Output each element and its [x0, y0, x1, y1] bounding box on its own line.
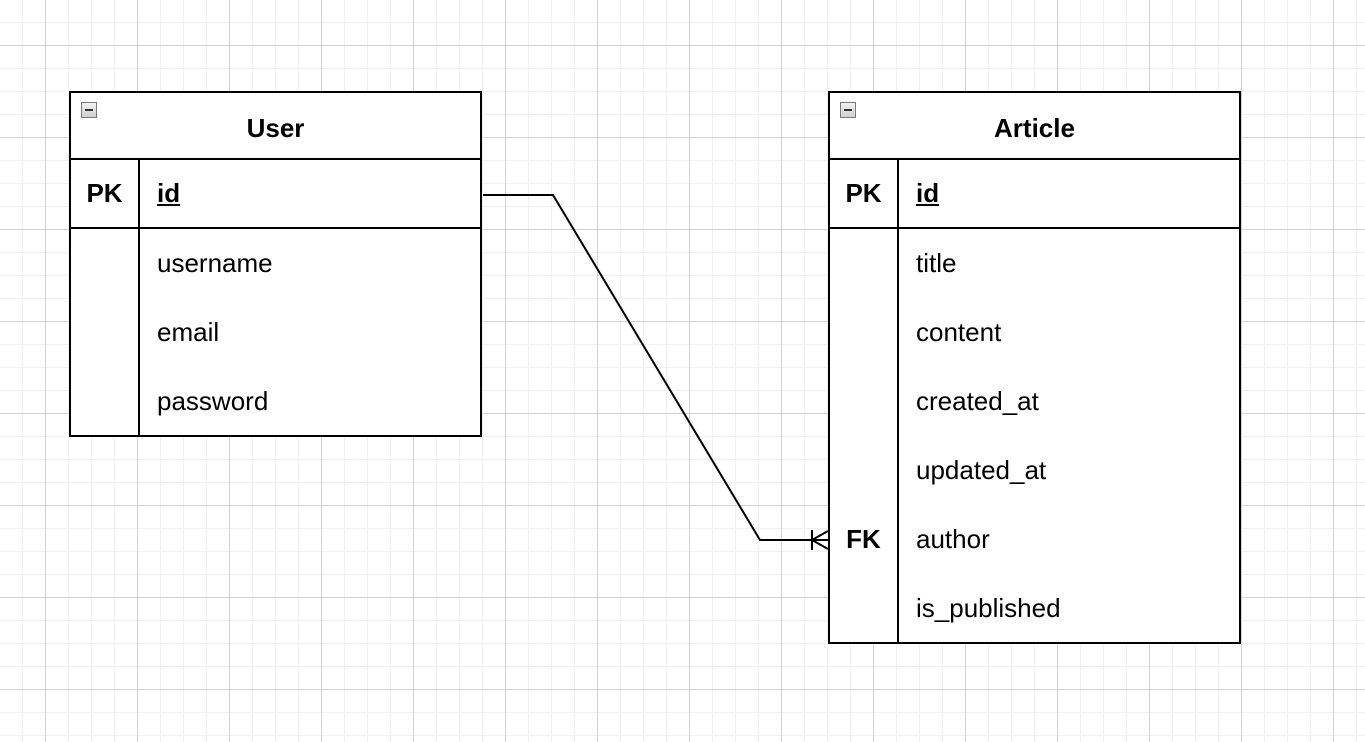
- key-label: PK: [845, 178, 882, 208]
- entity-user[interactable]: User PK id username email password: [69, 91, 482, 437]
- key-label: [830, 298, 897, 367]
- key-label: FK: [846, 524, 881, 554]
- attribute-row[interactable]: created_at: [830, 367, 1239, 436]
- relationship-line[interactable]: [483, 194, 828, 541]
- key-label: [830, 436, 897, 505]
- attribute-name: id: [157, 178, 181, 208]
- key-label: [71, 367, 138, 436]
- attribute-row[interactable]: PK id: [830, 160, 1239, 229]
- key-label: [830, 367, 897, 436]
- key-label: PK: [86, 178, 123, 208]
- key-label: [830, 574, 897, 643]
- key-label: [71, 229, 138, 298]
- crows-foot-prong-top: [811, 530, 829, 541]
- attribute-row[interactable]: PK id: [71, 160, 480, 229]
- attribute-name: username: [157, 248, 273, 278]
- attribute-row[interactable]: password: [71, 367, 480, 436]
- attribute-row[interactable]: title: [830, 229, 1239, 298]
- primary-key-section: PK id: [830, 160, 1239, 229]
- attribute-row[interactable]: username: [71, 229, 480, 298]
- attribute-section: title content created_at updated_at FK a…: [830, 229, 1239, 643]
- key-label: [830, 229, 897, 298]
- entity-header[interactable]: Article: [830, 93, 1239, 160]
- entity-header[interactable]: User: [71, 93, 480, 160]
- entity-title: Article: [994, 113, 1075, 143]
- attribute-section: username email password: [71, 229, 480, 436]
- attribute-row[interactable]: is_published: [830, 574, 1239, 643]
- attribute-name: title: [916, 248, 957, 278]
- attribute-name: is_published: [916, 593, 1061, 623]
- attribute-name: content: [916, 317, 1002, 347]
- attribute-name: email: [157, 317, 220, 347]
- collapse-icon[interactable]: [840, 102, 856, 118]
- attribute-name: created_at: [916, 386, 1039, 416]
- collapse-icon[interactable]: [81, 102, 97, 118]
- attribute-name: author: [916, 524, 990, 554]
- attribute-row[interactable]: content: [830, 298, 1239, 367]
- attribute-name: password: [157, 386, 269, 416]
- crows-foot-prong-bottom: [811, 539, 829, 550]
- key-column-divider: [138, 160, 140, 435]
- key-column-divider: [897, 160, 899, 642]
- primary-key-section: PK id: [71, 160, 480, 229]
- entity-article[interactable]: Article PK id title content created_at: [828, 91, 1241, 644]
- entity-title: User: [246, 113, 305, 143]
- attribute-row[interactable]: email: [71, 298, 480, 367]
- key-label: [71, 298, 138, 367]
- attribute-name: updated_at: [916, 455, 1047, 485]
- attribute-name: id: [916, 178, 940, 208]
- attribute-row[interactable]: FK author: [830, 505, 1239, 574]
- attribute-row[interactable]: updated_at: [830, 436, 1239, 505]
